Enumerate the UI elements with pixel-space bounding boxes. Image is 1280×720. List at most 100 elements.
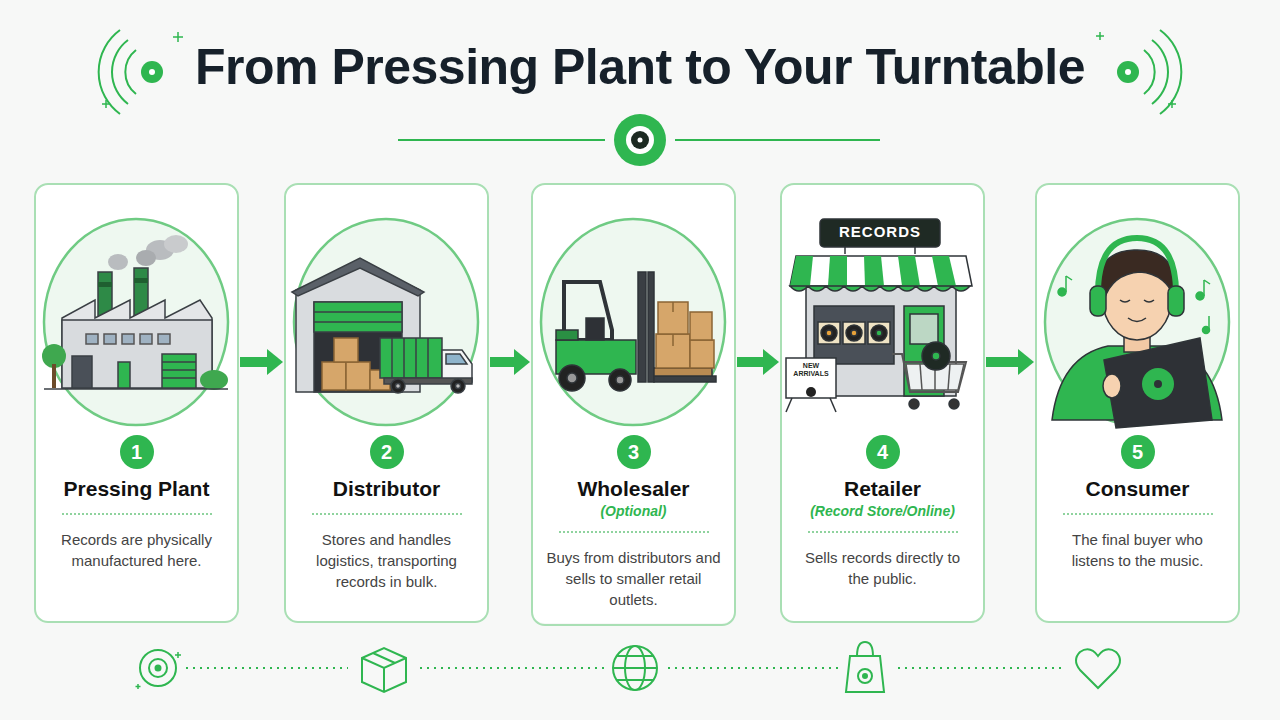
art-shape xyxy=(1104,338,1212,428)
art-shape xyxy=(559,365,585,391)
art-shape xyxy=(818,322,840,344)
art-shape xyxy=(108,254,128,270)
art-shape xyxy=(292,258,424,296)
art-shape xyxy=(654,376,716,382)
art-shape xyxy=(613,667,657,669)
art-shape xyxy=(62,300,212,388)
art-shape xyxy=(613,646,657,690)
art-shape xyxy=(104,334,116,344)
art-shape xyxy=(851,330,857,336)
art-shape xyxy=(1120,300,1154,302)
art-shape xyxy=(362,648,406,692)
art-shape xyxy=(391,379,405,393)
art-shape xyxy=(403,338,405,378)
art-shape xyxy=(541,219,725,425)
art-shape xyxy=(1117,61,1139,83)
art-shape xyxy=(864,256,884,286)
art-shape xyxy=(858,669,872,683)
arrow-shaft xyxy=(986,357,1018,367)
art-shape xyxy=(844,247,846,254)
forklift-illustration xyxy=(556,272,716,391)
art-shape xyxy=(626,126,654,154)
art-shape xyxy=(44,219,228,425)
flow-arrow xyxy=(240,349,283,375)
art-shape xyxy=(420,667,604,669)
stage-card: 5ConsumerThe final buyer who listens to … xyxy=(1035,183,1240,623)
art-shape xyxy=(314,321,402,323)
stage-name: Consumer xyxy=(1086,477,1190,501)
art-shape xyxy=(567,373,577,383)
art-shape xyxy=(44,388,228,390)
art-shape xyxy=(1058,288,1066,296)
art-shape xyxy=(334,338,358,362)
art-shape xyxy=(638,138,643,143)
art-shape xyxy=(140,334,152,344)
art-shape xyxy=(830,398,836,412)
art-shape xyxy=(149,659,167,677)
callout-number: 2 xyxy=(370,435,404,469)
art-shape xyxy=(820,219,940,247)
art-shape xyxy=(871,325,887,341)
art-shape xyxy=(826,330,832,336)
art-shape xyxy=(586,318,604,340)
art-shape xyxy=(314,302,402,332)
art-shape xyxy=(898,256,920,286)
art-shape xyxy=(162,377,196,379)
art-shape xyxy=(531,183,736,623)
art-shape xyxy=(843,322,865,344)
art-shape xyxy=(1098,238,1176,300)
dotted-separator xyxy=(312,513,462,515)
art-shape xyxy=(857,642,873,656)
art-shape xyxy=(186,667,348,669)
dotted-separator xyxy=(62,513,212,515)
art-shape xyxy=(149,69,155,75)
art-shape xyxy=(948,364,950,390)
art-shape xyxy=(1125,69,1131,75)
sign-label: RECORDS xyxy=(820,223,940,240)
arrow-head xyxy=(1018,349,1034,375)
art-shape xyxy=(456,384,461,389)
art-shape xyxy=(790,286,970,291)
art-shape xyxy=(162,361,196,363)
art-shape xyxy=(140,650,176,686)
art-shape xyxy=(828,256,847,286)
art-shape xyxy=(656,334,690,368)
art-shape xyxy=(134,278,148,283)
art-shape xyxy=(200,370,228,390)
art-shape xyxy=(556,330,578,340)
art-shape xyxy=(922,342,950,370)
art-shape xyxy=(141,61,163,83)
arrow-head xyxy=(514,349,530,375)
art-shape xyxy=(136,250,156,266)
art-shape xyxy=(780,183,985,623)
art-shape xyxy=(1144,50,1155,94)
callout-number: 4 xyxy=(866,435,900,469)
art-shape xyxy=(910,314,938,344)
art-shape xyxy=(786,358,836,398)
art-shape xyxy=(609,369,631,391)
art-shape xyxy=(162,369,196,371)
arrow-shaft xyxy=(240,357,267,367)
warehouse-illustration xyxy=(292,258,472,393)
art-shape xyxy=(658,302,688,334)
art-shape xyxy=(1152,40,1168,104)
dotted-separator xyxy=(808,531,958,533)
art-shape xyxy=(1035,183,1240,623)
stage-name: Distributor xyxy=(333,477,440,501)
dotted-separator xyxy=(559,531,709,533)
art-shape xyxy=(1065,276,1067,292)
art-shape xyxy=(690,340,714,368)
art-shape xyxy=(396,384,401,389)
art-shape xyxy=(654,368,712,376)
art-shape xyxy=(863,674,867,678)
callout-number: 5 xyxy=(1121,435,1155,469)
art-shape xyxy=(821,325,837,341)
art-shape xyxy=(99,30,120,114)
stage-card: 4Retailer(Record Store/Online)Sells reco… xyxy=(780,183,985,623)
art-shape xyxy=(136,652,182,689)
art-shape xyxy=(1058,276,1210,334)
illustration-circle xyxy=(44,219,1229,425)
art-shape xyxy=(162,354,196,388)
art-shape xyxy=(112,40,128,104)
art-shape xyxy=(122,334,134,344)
